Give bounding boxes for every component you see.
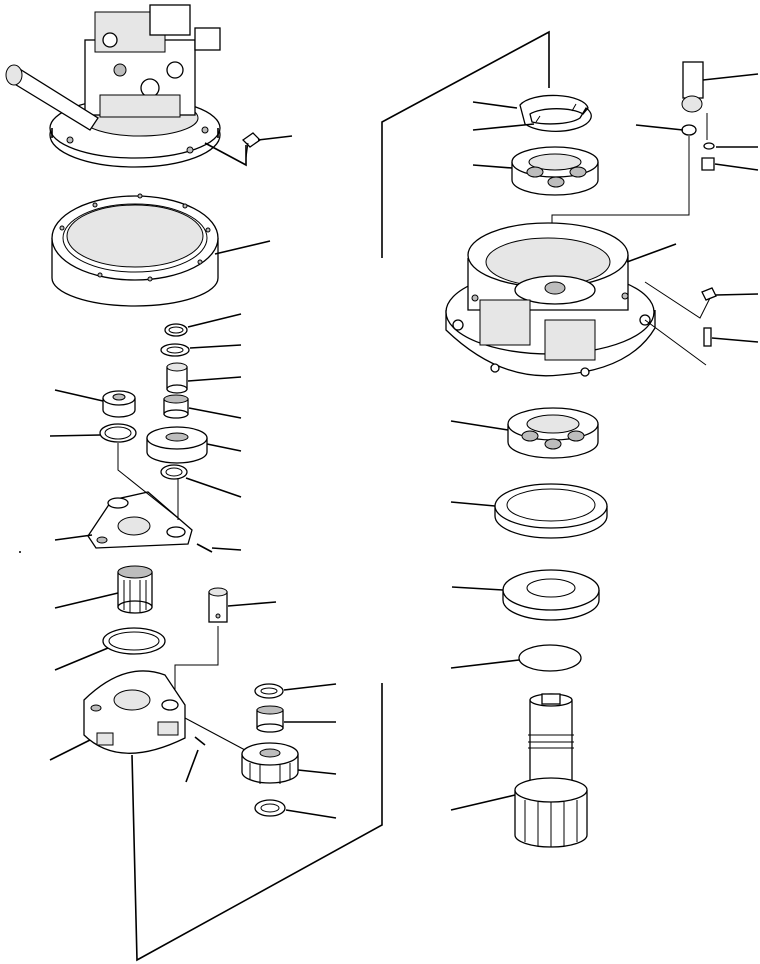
thrust-washer-2 bbox=[160, 464, 188, 480]
swing-motor-assembly bbox=[5, 4, 221, 168]
carrier-2 bbox=[87, 491, 193, 549]
thrust-washer-3 bbox=[254, 683, 284, 699]
planet-gear-small bbox=[102, 390, 136, 418]
snap-ring-2 bbox=[99, 423, 137, 443]
spring-pin-2 bbox=[194, 736, 206, 746]
carrier-1 bbox=[83, 670, 186, 754]
cover-plate bbox=[502, 569, 600, 621]
plug-2 bbox=[701, 157, 715, 171]
needle-bearing-2 bbox=[256, 705, 284, 733]
leader-motor-bolt bbox=[204, 135, 293, 167]
oil-seal bbox=[494, 483, 608, 539]
swing-pinion-shaft bbox=[514, 693, 588, 848]
leader-ring-gear bbox=[214, 240, 271, 255]
needle-bearing-1 bbox=[166, 362, 188, 394]
sun-gear-2 bbox=[117, 565, 153, 614]
assembly-bracket-bottom bbox=[131, 683, 383, 962]
assembly-line-carrier bbox=[117, 443, 179, 520]
thrust-plate bbox=[102, 627, 166, 655]
planet-gear-1 bbox=[146, 426, 208, 464]
spring-pin-1 bbox=[196, 543, 213, 553]
swing-machinery-case bbox=[445, 222, 656, 377]
o-ring-small bbox=[703, 142, 715, 150]
thrust-washer-4 bbox=[254, 799, 286, 817]
shaft-pin bbox=[208, 587, 228, 623]
o-ring-large bbox=[518, 644, 582, 672]
spacer-ring bbox=[519, 94, 592, 132]
thrust-washer-1 bbox=[160, 343, 190, 357]
dowel-pin bbox=[703, 327, 712, 347]
roller-bearing-bottom bbox=[507, 407, 599, 459]
snap-ring-1 bbox=[164, 323, 188, 337]
bolt-small-right bbox=[701, 287, 717, 301]
roller-bearing-top bbox=[511, 146, 599, 196]
stray-dot bbox=[19, 551, 21, 553]
plug-1 bbox=[681, 124, 697, 136]
planet-gear-2 bbox=[241, 742, 299, 784]
assembly-bracket-top bbox=[381, 30, 550, 258]
bushing-1 bbox=[163, 394, 189, 419]
level-gauge-pipe bbox=[681, 61, 704, 113]
ring-gear bbox=[51, 193, 219, 307]
